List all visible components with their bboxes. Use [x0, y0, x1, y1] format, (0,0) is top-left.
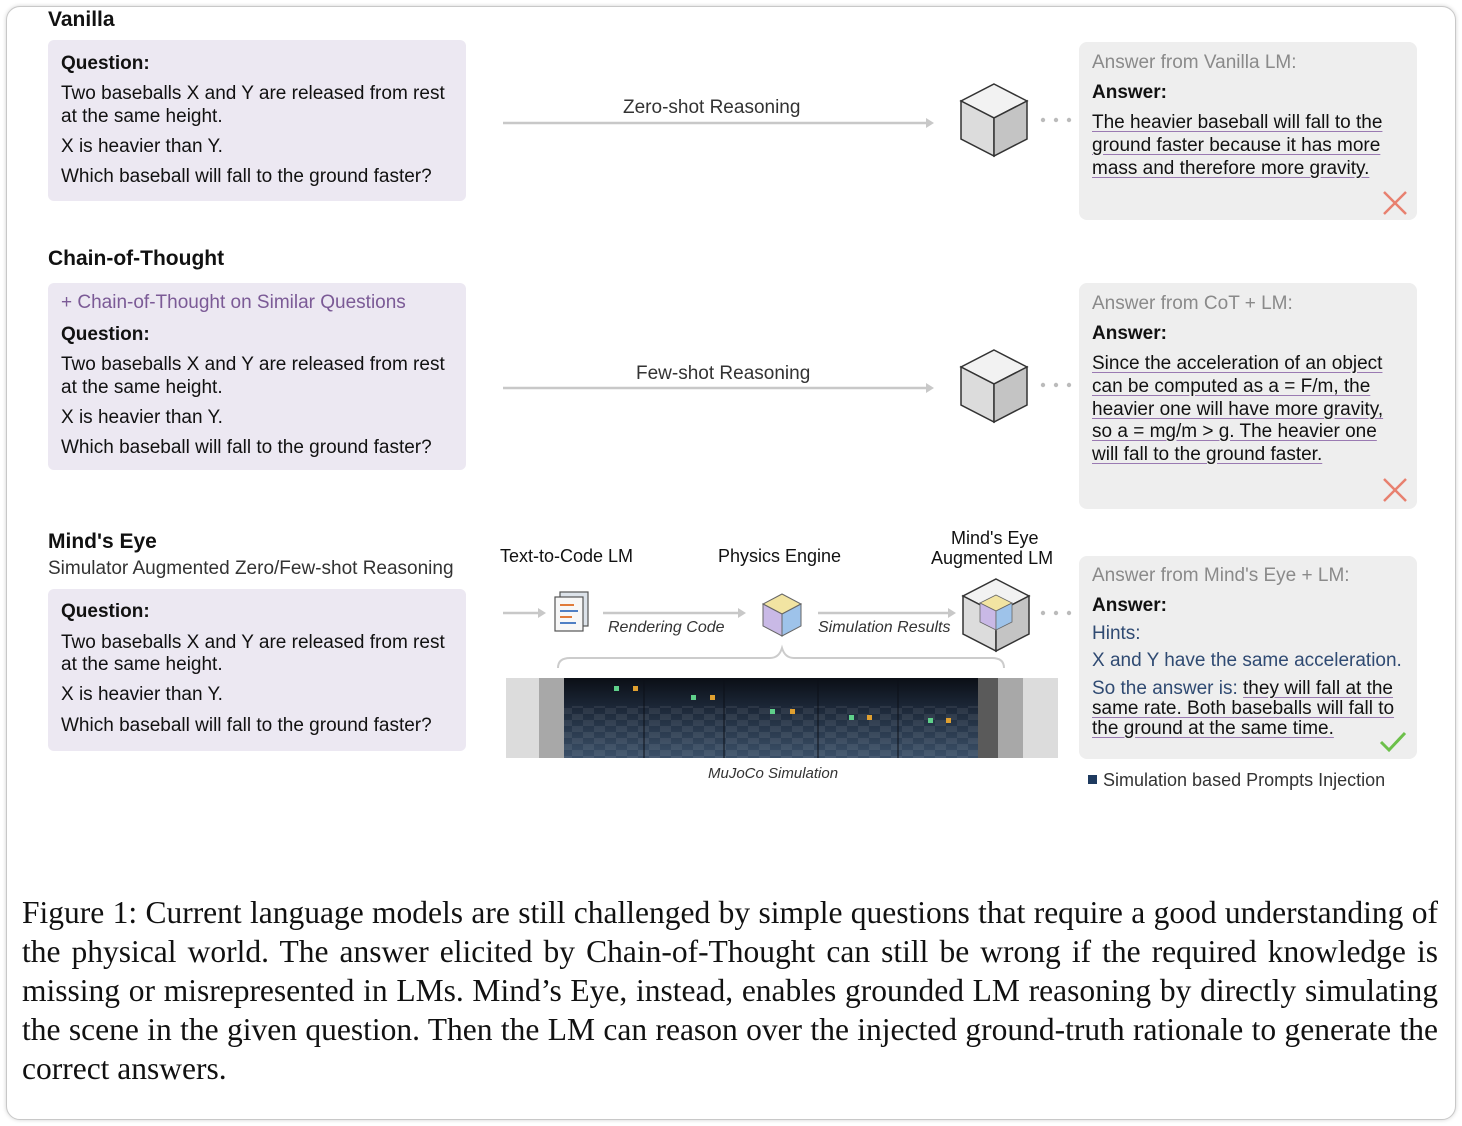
answer-text: they will fall at the	[1243, 678, 1393, 699]
question-line: at the same height.	[61, 377, 223, 398]
mujoco-simulation-image	[506, 678, 1058, 758]
text-to-code-label: Text-to-Code LM	[500, 546, 634, 566]
correct-check-icon	[1379, 731, 1407, 753]
answer-line: The heavier baseball will fall to the	[1092, 112, 1383, 133]
so-answer-label: So the answer is:	[1092, 678, 1238, 699]
answer-line: mass and therefore more gravity.	[1092, 158, 1370, 179]
answer-line-1: So the answer is: they will fall at the	[1092, 678, 1393, 700]
vanilla-question-box: Question: Two baseballs X and Y are rele…	[48, 40, 466, 201]
hint-line: X and Y have the same acceleration.	[1092, 650, 1402, 671]
answer-label: Answer:	[1092, 323, 1167, 344]
question-line: Two baseballs X and Y are released from …	[61, 354, 445, 375]
augmented-lm-label-line1: Mind's Eye	[951, 528, 1039, 548]
question-line: X is heavier than Y.	[61, 684, 223, 705]
question-line: Which baseball will fall to the ground f…	[61, 166, 432, 187]
minds-eye-title: Mind's Eye	[48, 530, 157, 553]
ellipsis-dots-icon	[1040, 610, 1072, 616]
question-line: Which baseball will fall to the ground f…	[61, 437, 432, 458]
answer-line: Since the acceleration of an object	[1092, 353, 1383, 374]
question-line: X is heavier than Y.	[61, 407, 223, 428]
vanilla-answer-box: Answer from Vanilla LM: Answer: The heav…	[1079, 42, 1417, 220]
physics-engine-label: Physics Engine	[718, 546, 842, 566]
rendering-code-label: Rendering Code	[608, 619, 725, 636]
augmented-lm-cube-icon	[961, 578, 1031, 653]
lm-cube-icon	[959, 349, 1029, 424]
question-line: Two baseballs X and Y are released from …	[61, 632, 445, 653]
lm-cube-icon	[959, 83, 1029, 158]
legend-label: Simulation based Prompts Injection	[1103, 770, 1386, 790]
cot-title: Chain-of-Thought	[48, 247, 225, 270]
minds-eye-subtitle: Simulator Augmented Zero/Few-shot Reason…	[48, 558, 454, 579]
question-heading: Question:	[61, 324, 150, 345]
physics-engine-cube-icon	[761, 593, 803, 637]
code-document-icon	[554, 591, 589, 632]
ellipsis-dots-icon	[1040, 117, 1072, 123]
question-line: Which baseball will fall to the ground f…	[61, 715, 432, 736]
answer-line: ground faster because it has more	[1092, 135, 1381, 156]
question-heading: Question:	[61, 601, 150, 622]
simulation-results-label: Simulation Results	[818, 619, 951, 636]
legend-square-icon	[1088, 775, 1097, 784]
legend: Simulation based Prompts Injection	[1088, 770, 1385, 791]
question-heading: Question:	[61, 53, 150, 74]
question-line: at the same height.	[61, 654, 223, 675]
few-shot-label: Few-shot Reasoning	[636, 363, 811, 384]
question-line: at the same height.	[61, 106, 223, 127]
answer-line: can be computed as a = F/m, the	[1092, 376, 1371, 397]
minds-eye-answer-box: Answer from Mind's Eye + LM: Answer: Hin…	[1079, 556, 1417, 759]
ellipsis-dots-icon	[1040, 382, 1072, 388]
answer-line: the ground at the same time.	[1092, 718, 1334, 739]
answer-label: Answer:	[1092, 595, 1167, 616]
zero-shot-label: Zero-shot Reasoning	[623, 97, 801, 118]
minds-eye-question-box: Question: Two baseballs X and Y are rele…	[48, 589, 466, 751]
wrong-x-icon	[1383, 478, 1407, 502]
question-line: Two baseballs X and Y are released from …	[61, 83, 445, 104]
answer-header: Answer from Mind's Eye + LM:	[1092, 565, 1350, 586]
answer-label: Answer:	[1092, 82, 1167, 103]
hints-label: Hints:	[1092, 623, 1141, 644]
cot-answer-box: Answer from CoT + LM: Answer: Since the …	[1079, 283, 1417, 509]
answer-line: same rate. Both baseballs will fall to	[1092, 698, 1395, 719]
answer-line: will fall to the ground faster.	[1092, 444, 1323, 465]
cot-question-box: + Chain-of-Thought on Similar Questions …	[48, 283, 466, 470]
answer-line: heavier one will have more gravity,	[1092, 399, 1384, 420]
vanilla-title: Vanilla	[48, 8, 115, 31]
answer-header: Answer from CoT + LM:	[1092, 293, 1293, 314]
answer-line: so a = mg/m > g. The heavier one	[1092, 421, 1377, 442]
figure-caption: Figure 1: Current language models are st…	[22, 895, 1438, 1086]
cot-prefix: + Chain-of-Thought on Similar Questions	[61, 292, 406, 313]
augmented-lm-label-line2: Augmented LM	[931, 548, 1054, 568]
question-line: X is heavier than Y.	[61, 136, 223, 157]
answer-header: Answer from Vanilla LM:	[1092, 52, 1297, 73]
mujoco-caption: MuJoCo Simulation	[708, 765, 839, 782]
wrong-x-icon	[1383, 191, 1407, 215]
